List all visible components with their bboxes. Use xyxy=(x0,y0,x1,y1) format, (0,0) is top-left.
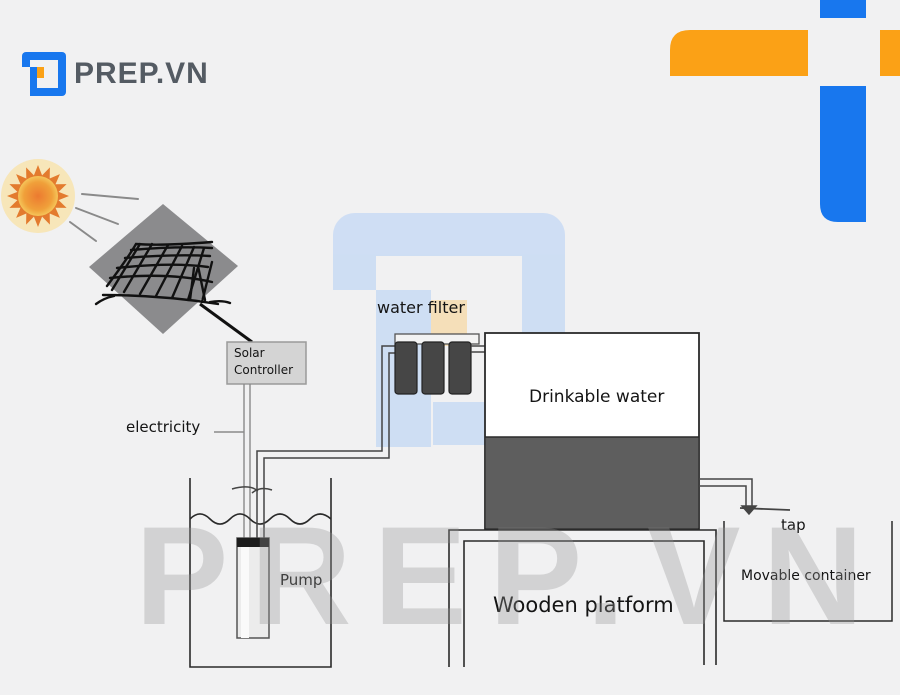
brand-logo: PREP.VN xyxy=(22,52,209,96)
solar-controller-box xyxy=(226,341,307,385)
logo-mark-icon xyxy=(22,52,66,96)
corner-brand-graphic xyxy=(670,0,900,222)
water-pipe xyxy=(231,345,395,538)
logo-text: PREP.VN xyxy=(74,57,209,90)
drinkable-water-label: Drinkable water xyxy=(529,387,665,407)
pump-label: Pump xyxy=(280,571,323,589)
solar-controller-label: Solar Controller xyxy=(234,345,293,379)
sun-icon xyxy=(1,159,75,233)
drinkable-water-tank xyxy=(484,332,700,530)
sun-rays xyxy=(69,193,139,242)
pump-well xyxy=(189,478,332,668)
tap-icon xyxy=(699,478,791,516)
movable-container xyxy=(723,521,893,622)
tap-label: tap xyxy=(781,516,806,534)
water-filter-label: water filter xyxy=(377,298,465,317)
wooden-platform xyxy=(448,529,717,667)
solar-controller-label-line1: Solar xyxy=(234,346,265,360)
water-filter-icon xyxy=(394,333,486,395)
electricity-label: electricity xyxy=(126,418,201,436)
electricity-wire xyxy=(214,384,251,545)
solar-panel-icon xyxy=(89,204,253,344)
solar-controller-label-line2: Controller xyxy=(234,363,294,377)
wooden-platform-label: Wooden platform xyxy=(493,593,674,617)
pump-icon xyxy=(236,537,270,639)
movable-container-label: Movable container xyxy=(741,568,871,584)
